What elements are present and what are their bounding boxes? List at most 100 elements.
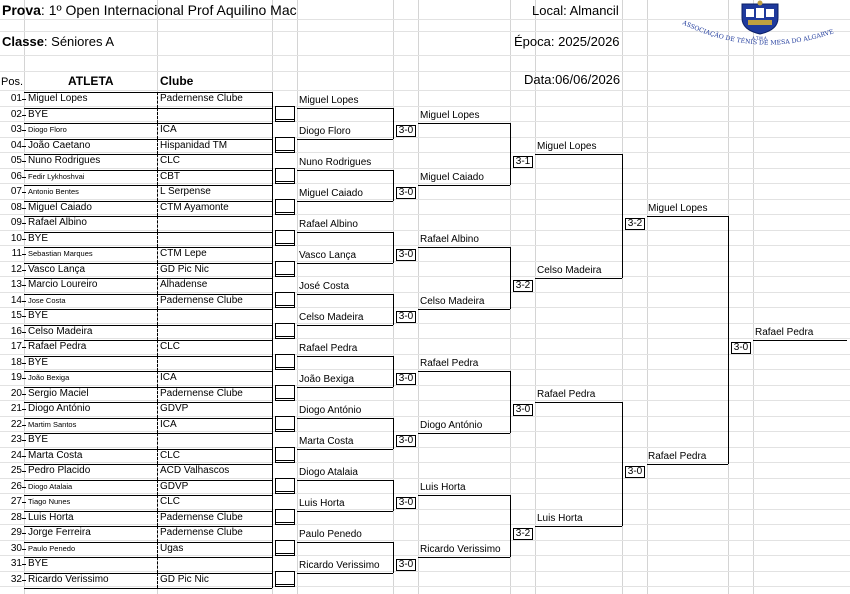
entry-position: 26 (10, 480, 22, 492)
entry-club: Alhadense (160, 279, 208, 290)
entry-underline (24, 417, 272, 419)
first-round-box (275, 199, 295, 213)
entry-athlete-name: BYE (28, 310, 49, 321)
entry-athlete-name: Jose Costa (28, 295, 66, 305)
entry-underline (24, 231, 272, 233)
club-divider (157, 371, 158, 387)
entry-club: CTM Lepe (160, 248, 207, 259)
round-winner-line (297, 262, 393, 264)
logo-abbr: A.T.M.A. (752, 36, 768, 41)
first-round-box (275, 106, 295, 120)
entry-underline (24, 293, 272, 295)
round-winner-name: Rafael Pedra (648, 451, 707, 462)
round-winner-name: Rafael Pedra (537, 389, 596, 400)
local-label: Local: Almancil (532, 3, 619, 18)
entry-underline (24, 448, 272, 450)
gridline-h (0, 90, 850, 91)
entry-club: CLC (160, 341, 181, 352)
club-divider (157, 293, 158, 309)
round-score: 3-0 (515, 404, 531, 415)
round-score: 3-2 (627, 218, 643, 229)
shield-icon (741, 0, 779, 35)
entry-club: Hispanidad TM (160, 139, 228, 151)
club-divider (157, 231, 158, 247)
entry-dash (22, 316, 26, 317)
entry-dash (22, 486, 26, 488)
entry-club: ACD Valhascos (160, 465, 230, 476)
round-winner-name: João Bexiga (299, 373, 355, 385)
gridline-h (0, 586, 850, 587)
entry-position: 01 (10, 93, 22, 104)
entry-underline (24, 541, 272, 543)
prova-value: : 1º Open Internacional Prof Aquilino Ma… (40, 2, 297, 18)
round-winner-name: Rafael Pedra (420, 358, 479, 369)
round-winner-name: Diogo Floro (299, 125, 351, 137)
classe-value: : Séniores A (43, 34, 115, 49)
round-winner-name: Celso Madeira (299, 311, 364, 323)
round-score-box (625, 466, 645, 478)
club-divider (157, 247, 158, 263)
club-divider (157, 464, 158, 480)
entry-dash (22, 114, 26, 116)
round-connector (393, 231, 394, 263)
entry-underline (24, 138, 272, 140)
entry-position: 16 (10, 325, 22, 337)
entry-dash (22, 269, 26, 271)
pair-bracket-line (272, 340, 273, 371)
entry-dash (22, 176, 26, 178)
round-winner-line (297, 169, 393, 171)
round-winner-name: Celso Madeira (420, 296, 485, 307)
gridline-h (0, 400, 850, 401)
round-winner-name: José Costa (299, 280, 350, 292)
round-score-box (625, 218, 645, 230)
entry-athlete-name: Tiago Nunes (28, 497, 71, 506)
entry-athlete-name: Diogo Floro (28, 125, 67, 134)
entry-athlete-name: Pedro Placido (28, 465, 91, 476)
round-score-box (396, 249, 416, 261)
entry-club: Ugas (160, 542, 184, 554)
round-winner-name: Miguel Lopes (537, 141, 597, 152)
round-winner-name: Rafael Pedra (299, 342, 358, 354)
round-connector (393, 107, 394, 139)
club-divider (157, 541, 158, 557)
entry-athlete-name: BYE (28, 558, 49, 569)
entry-athlete-name: Vasco Lança (28, 263, 86, 275)
entry-underline (24, 588, 272, 589)
pair-top-line (24, 247, 272, 248)
prova-title: Prova: 1º Open Internacional Prof Aquili… (2, 2, 297, 18)
pair-top-line (24, 495, 272, 496)
entry-athlete-name: Diogo Atalaia (28, 481, 73, 491)
pair-top-line (24, 340, 272, 341)
epoca-label: Época: 2025/2026 (514, 34, 620, 49)
first-round-box (275, 509, 295, 523)
round-winner-line (297, 417, 393, 419)
entry-dash (22, 145, 26, 147)
round-winner-name: Paulo Penedo (299, 528, 362, 540)
round-winner-line (418, 309, 510, 310)
entry-underline (24, 169, 272, 171)
entry-dash (22, 207, 26, 209)
round-winner-line (535, 526, 622, 527)
round-winner-line (297, 510, 393, 512)
round-winner-line (297, 479, 393, 481)
entry-athlete-name: BYE (28, 232, 49, 244)
round-score: 3-0 (398, 187, 414, 198)
entry-position: 14 (10, 294, 22, 306)
round-winner-name: Diogo António (420, 420, 483, 431)
entry-club: Padernense Clube (160, 93, 243, 104)
entry-athlete-name: Marta Costa (28, 449, 83, 461)
round-connector (393, 355, 394, 387)
round-connector (510, 247, 511, 309)
entry-athlete-name: Diogo António (28, 403, 91, 414)
entry-underline (24, 107, 272, 109)
club-divider (157, 510, 158, 526)
round-winner-name: Marta Costa (299, 435, 354, 447)
gridline-v (418, 0, 419, 594)
round-score-box (396, 497, 416, 509)
entry-athlete-name: BYE (28, 356, 49, 368)
entry-position: 07 (10, 186, 22, 197)
pair-bracket-line (272, 92, 273, 123)
pair-bracket-line (272, 309, 273, 340)
entry-dash (22, 378, 26, 379)
pair-top-line (24, 123, 272, 124)
